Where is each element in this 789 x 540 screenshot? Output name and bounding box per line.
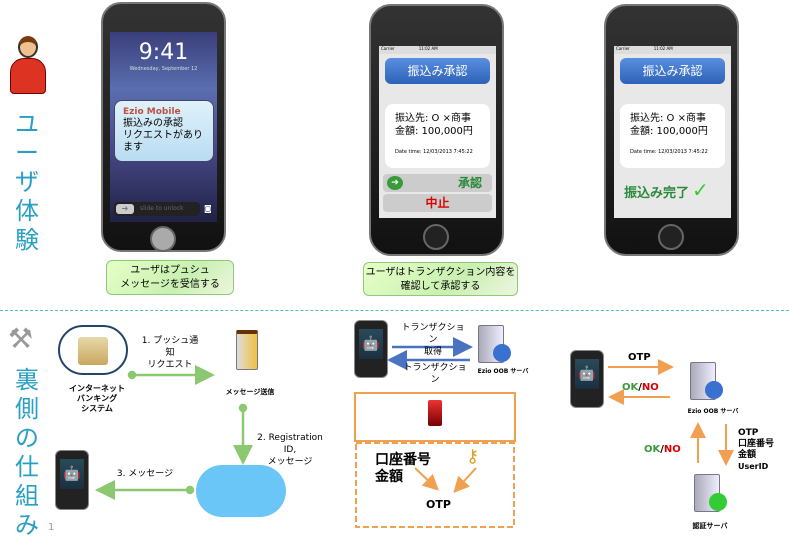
page-number: 1 <box>48 522 55 533</box>
camera-icon[interactable]: ◙ <box>204 204 212 213</box>
auth-server-label: 認証サーバ <box>692 522 728 530</box>
caption-confirm: ユーザはトランザクション内容を確認して承認する <box>363 262 518 296</box>
screen-title: 振込み承認 <box>385 58 490 84</box>
screen-title: 振込み承認 <box>620 58 725 84</box>
slide-label: slide to unlock <box>140 205 184 212</box>
oob-server-icon <box>690 362 723 400</box>
section-divider <box>0 310 789 311</box>
lockscreen: 9:41 Wednesday, September 12 Ezio Mobile… <box>110 32 217 222</box>
payee: 振込先: O ×商事 <box>395 113 471 124</box>
otp-arrow-label: OTP <box>628 352 651 363</box>
transaction-card: 振込先: O ×商事 金額: 100,000円 Date time: 12/03… <box>620 104 725 168</box>
amount: 金額: 100,000円 <box>395 126 473 137</box>
ok-no-label-2: OK/NO <box>644 444 681 455</box>
account-amount-label: 口座番号金額 <box>375 452 431 485</box>
cancel-button[interactable]: 中止 <box>383 194 492 212</box>
bank-cloud-icon <box>58 325 128 375</box>
transaction-card: 振込先: O ×商事 金額: 100,000円 Date time: 12/03… <box>385 104 490 168</box>
key-icon: ⚷ <box>466 446 480 467</box>
otp-box <box>355 442 515 528</box>
tools-icon: ⚒ <box>8 322 34 355</box>
transfer-complete: 振込み完了✓ <box>624 178 709 202</box>
oob-server-icon <box>478 325 511 363</box>
push-notification[interactable]: Ezio Mobile 振込みの承認 リクエストがあります <box>114 100 214 162</box>
arrow-icon: ➔ <box>116 204 134 214</box>
home-button[interactable] <box>423 224 449 250</box>
notification-line2: リクエストがあります <box>123 130 203 153</box>
message-server-icon <box>236 330 258 370</box>
flow3-arrows <box>414 359 734 493</box>
oob-server-label: Ezio OOB サーバ <box>687 408 739 415</box>
step2-label: 2. Registration ID,メッセージ <box>257 433 323 467</box>
datetime: Date time: 12/03/2013 7:45:22 <box>395 149 473 155</box>
notification-line1: 振込みの承認 <box>123 118 183 129</box>
phone-lockscreen: 9:41 Wednesday, September 12 Ezio Mobile… <box>101 2 226 252</box>
slide-to-unlock[interactable]: slide to unlock ➔ <box>114 202 200 216</box>
lock-time: 9:41 <box>138 40 189 65</box>
flow2-arrows <box>387 337 473 370</box>
approve-button[interactable]: ➔ 承認 <box>383 174 492 192</box>
auth-server-icon <box>694 474 727 512</box>
lock-date: Wednesday, September 12 <box>129 66 198 72</box>
otp-label: OTP <box>426 498 451 511</box>
message-server-label: メッセージ送信 <box>225 388 275 396</box>
check-icon: ✓ <box>692 178 709 202</box>
notification-app-name: Ezio Mobile <box>123 107 181 117</box>
android-phone-icon: 🤖 <box>354 320 388 378</box>
backend-label: 裏側の仕組み <box>15 366 39 539</box>
cloud-icon <box>196 465 286 517</box>
ok-no-label: OK/NO <box>622 382 659 393</box>
get-transaction-label: トランザクション取得 <box>401 323 465 357</box>
user-avatar-icon <box>8 36 48 96</box>
home-button[interactable] <box>658 224 684 250</box>
transaction-label: トランザクション <box>403 363 467 385</box>
step3-label: 3. メッセージ <box>116 469 174 479</box>
app-box <box>354 392 516 442</box>
android-phone-icon: 🤖 <box>570 350 604 408</box>
ezio-logo-icon <box>428 400 442 426</box>
oob-server-label: Ezio OOB サーバ <box>477 368 529 375</box>
step1-label: 1. プッシュ通知リクエスト <box>141 336 199 370</box>
home-button[interactable] <box>150 226 176 252</box>
flow1-arrows <box>95 365 253 500</box>
banking-system-label: インターネットバンキングシステム <box>69 384 125 413</box>
caption-push-received: ユーザはプュシュメッセージを受信する <box>106 260 234 295</box>
user-experience-label: ユーザ体験 <box>15 110 39 254</box>
android-phone-icon: 🤖 <box>55 450 89 510</box>
arrow-circle-icon: ➔ <box>387 176 403 190</box>
